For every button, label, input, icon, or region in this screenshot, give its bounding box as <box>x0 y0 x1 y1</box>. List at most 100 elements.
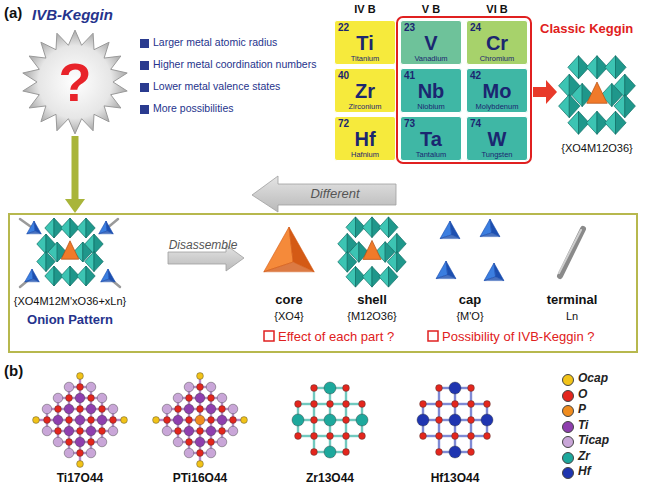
label-text: (a) <box>4 4 22 21</box>
label-text: V B <box>422 3 440 16</box>
element-symbol: V <box>424 33 437 54</box>
panel-text: {XO4M12M'xO36+xLn} <box>14 295 126 308</box>
cluster-model <box>417 382 493 458</box>
element-cell: 74WTungsten <box>466 116 528 161</box>
element-symbol: Zr <box>355 81 375 102</box>
panel-text: Disassemble <box>169 239 238 253</box>
legend-text: Ti <box>578 419 588 433</box>
element-cell: 24CrChromium <box>466 20 528 65</box>
panel-text: Onion Pattern <box>27 313 113 328</box>
atomic-number: 74 <box>467 117 481 129</box>
legend-swatch <box>562 467 574 479</box>
cap-tetrahedra <box>436 219 504 281</box>
different-arrow <box>252 176 396 212</box>
atomic-number: 22 <box>335 21 349 33</box>
label-text: Higher metal coordination numbers <box>153 58 316 70</box>
element-name: Molybdenum <box>476 102 519 111</box>
atomic-number: 24 <box>467 21 481 33</box>
panel-text: {M12O36} <box>347 310 397 323</box>
legend-text: P <box>578 403 586 417</box>
atomic-number: 23 <box>401 21 415 33</box>
label-text: Different <box>310 187 359 202</box>
element-name: Vanadium <box>414 54 447 63</box>
element-symbol: W <box>488 129 507 150</box>
label-text: Lower metal valence states <box>153 80 280 92</box>
element-cell: 41NbNiobium <box>400 68 462 113</box>
element-symbol: Nb <box>418 81 445 102</box>
label-text: IVB-Keggin <box>32 6 113 23</box>
label-text: VI B <box>486 3 507 16</box>
label-text: PTi16O44 <box>173 472 227 486</box>
element-symbol: Hf <box>354 129 375 150</box>
label-text: Hf13O44 <box>431 472 480 486</box>
bullet-squares <box>140 39 149 114</box>
shell-structure <box>338 217 406 287</box>
panel-text: terminal <box>547 293 598 308</box>
element-symbol: Ti <box>356 33 373 54</box>
panel-text: Effect of each part ? <box>278 330 394 345</box>
element-cell: 40ZrZirconium <box>334 68 396 113</box>
atomic-number: 41 <box>401 69 415 81</box>
onion-structure <box>20 219 120 287</box>
question-star: ? <box>18 28 132 136</box>
question-mark: ? <box>59 55 92 109</box>
panel-text: {M'O} <box>456 310 483 323</box>
cluster-model <box>153 373 248 468</box>
legend-text: Hf <box>578 465 591 479</box>
element-name: Tantalum <box>416 150 446 159</box>
element-cell: 23VVanadium <box>400 20 462 65</box>
cluster-model <box>33 373 128 468</box>
red-arrow <box>533 80 557 104</box>
element-symbol: Cr <box>486 33 508 54</box>
label-text: Ti17O44 <box>57 472 103 486</box>
atomic-number: 40 <box>335 69 349 81</box>
element-cell: 72HfHafnium <box>334 116 396 161</box>
atomic-number: 72 <box>335 117 349 129</box>
panel-text: Ln <box>566 310 578 323</box>
element-name: Titanium <box>351 54 379 63</box>
element-name: Tungsten <box>482 150 513 159</box>
label-text: {XO4M12O36} <box>561 142 633 155</box>
onion-panel: {XO4M12M'xO36+xLn} Onion Pattern Disassemb… <box>8 213 638 353</box>
core-tetrahedron <box>264 227 314 272</box>
label-text: Larger metal atomic radius <box>153 36 277 48</box>
element-symbol: Mo <box>483 81 512 102</box>
legend-swatch <box>562 405 574 417</box>
panel-text: Possibility of IVB-Keggin ? <box>442 330 594 345</box>
element-name: Zirconium <box>349 102 382 111</box>
element-name: Chromium <box>480 54 515 63</box>
panel-text: cap <box>459 293 481 308</box>
element-cell: 22TiTitanium <box>334 20 396 65</box>
keggin-structure <box>559 56 636 135</box>
element-cell: 73TaTantalum <box>400 116 462 161</box>
legend-text: Ticap <box>578 434 609 448</box>
label-text: Classic Keggin <box>540 22 633 37</box>
legend-text: Zr <box>578 450 590 464</box>
element-symbol: Ta <box>420 129 442 150</box>
element-name: Niobium <box>417 102 445 111</box>
element-cell: 42MoMolybdenum <box>466 68 528 113</box>
legend-text: Ocap <box>578 372 608 386</box>
checkbox-square <box>428 331 438 341</box>
legend-swatch <box>562 452 574 464</box>
legend-swatch <box>562 421 574 433</box>
legend-swatch <box>562 390 574 402</box>
legend-swatch <box>562 374 574 386</box>
highlight-outline <box>397 17 531 163</box>
label-text: (b) <box>4 362 23 379</box>
panel-text: {XO4} <box>274 310 303 323</box>
onion-core <box>37 218 103 286</box>
legend-text: O <box>578 388 587 402</box>
panel-text: shell <box>357 293 387 308</box>
panel-text: core <box>275 293 302 308</box>
label-text: More possibilities <box>153 102 234 114</box>
atomic-number: 73 <box>401 117 415 129</box>
element-name: Hafnium <box>351 150 379 159</box>
legend-swatch <box>562 436 574 448</box>
label-text: IV B <box>354 3 375 16</box>
checkbox-square <box>264 331 274 341</box>
terminal-stick <box>559 229 583 276</box>
label-text: Zr13O44 <box>306 472 354 486</box>
connector-arrow <box>65 136 85 213</box>
